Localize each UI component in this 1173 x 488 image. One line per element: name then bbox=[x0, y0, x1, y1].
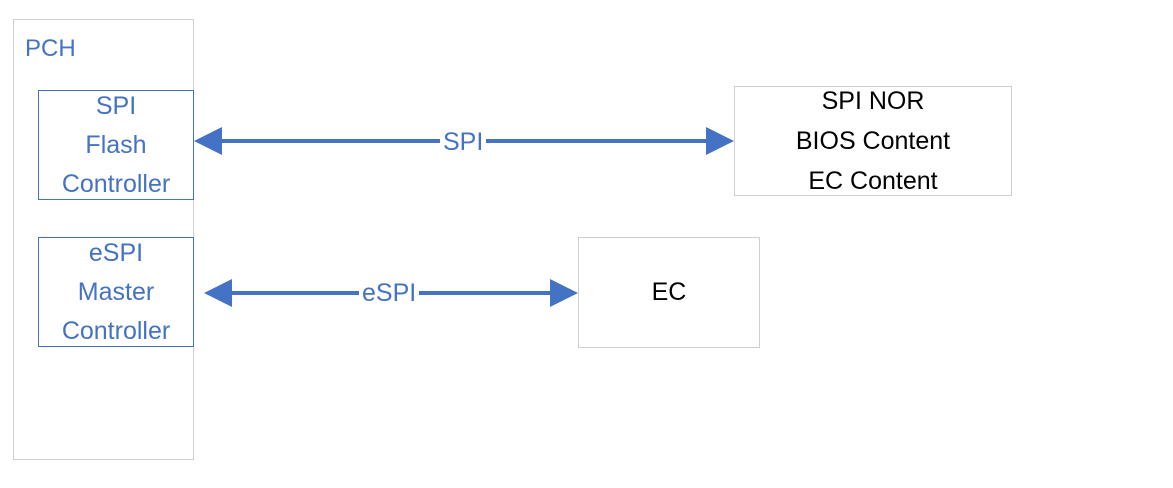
spi-flash-controller-line-3: Controller bbox=[61, 169, 171, 198]
espi-link-label: eSPI bbox=[359, 278, 420, 308]
espi-master-controller-box: eSPI Master Controller bbox=[38, 237, 194, 347]
spi-flash-controller-line-2: Flash bbox=[85, 130, 147, 159]
pch-label: PCH bbox=[25, 35, 76, 62]
spi-nor-line-1: SPI NOR bbox=[821, 87, 925, 115]
spi-nor-box: SPI NOR BIOS Content EC Content bbox=[734, 86, 1012, 196]
spi-flash-controller-box: SPI Flash Controller bbox=[38, 90, 194, 200]
spi-link-label: SPI bbox=[440, 127, 487, 157]
spi-nor-line-2: BIOS Content bbox=[795, 127, 951, 155]
ec-box: EC bbox=[578, 237, 760, 348]
espi-master-controller-line-1: eSPI bbox=[88, 238, 144, 267]
spi-flash-controller-line-1: SPI bbox=[95, 91, 137, 120]
spi-nor-line-3: EC Content bbox=[808, 167, 938, 195]
espi-master-controller-line-3: Controller bbox=[61, 316, 171, 345]
ec-label: EC bbox=[651, 278, 687, 306]
espi-master-controller-line-2: Master bbox=[77, 277, 155, 306]
